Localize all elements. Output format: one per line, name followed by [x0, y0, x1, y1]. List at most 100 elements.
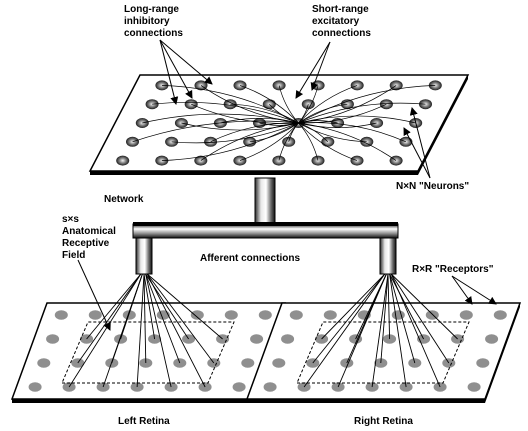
right-retina-top: [245, 302, 522, 400]
receptor: [459, 310, 473, 320]
short-range-line-1: Short-range: [312, 4, 369, 15]
lateral-connection-line: [298, 122, 397, 161]
lateral-connection-line: [298, 122, 377, 128]
lateral-connection-line: [298, 102, 426, 124]
receptor: [232, 382, 246, 392]
receptor: [281, 334, 295, 344]
long-range-arrow-3: [159, 39, 179, 105]
left-receptive-field-box: [61, 321, 235, 384]
receptor: [88, 310, 102, 320]
lateral-connection-line: [269, 103, 299, 124]
receptor: [37, 358, 51, 368]
left-retina-side: [12, 399, 250, 403]
receptors-arrow-2: [451, 275, 497, 305]
receptor: [289, 310, 303, 320]
lateral-connection-line: [298, 85, 397, 124]
afferent-line: [146, 273, 223, 340]
network-label: Network: [104, 194, 144, 205]
lateral-connection-line: [298, 85, 358, 124]
receptor: [391, 310, 405, 320]
lateral-connection-line: [152, 101, 299, 124]
lateral-connection-line: [298, 122, 407, 143]
neurons-label: N×N "Neurons": [396, 181, 469, 192]
right-afferent-lines: [303, 273, 458, 388]
afferent-line: [389, 273, 424, 340]
lateral-connection-line: [298, 85, 436, 124]
receptor: [250, 334, 264, 344]
lateral-connection-line: [298, 122, 358, 161]
lateral-connection-line: [181, 122, 299, 131]
lateral-connection-line: [288, 122, 299, 142]
lateral-connection-line: [249, 122, 299, 143]
afferent-line: [389, 273, 407, 388]
short-range-label: Short-range excitatory connections: [312, 4, 371, 39]
lateral-connection-line: [191, 103, 299, 124]
receptor: [28, 382, 42, 392]
neurons-arrow-1: [403, 127, 431, 179]
lateral-connection-line: [278, 85, 299, 124]
right-retina-side: [247, 399, 485, 403]
short-range-line-3: connections: [312, 28, 371, 39]
long-range-arrow-1: [159, 39, 193, 99]
vertical-trunk-pipe: [254, 177, 276, 224]
lateral-connection-line: [200, 85, 299, 124]
neuron: [116, 155, 130, 166]
anatomical-line-3: Receptive: [62, 238, 110, 249]
afferent-line: [146, 273, 206, 388]
lateral-connection-line: [220, 118, 299, 124]
lateral-connection-line: [239, 122, 299, 161]
receptor: [485, 334, 499, 344]
receptor: [54, 310, 68, 320]
long-range-label: Long-range inhibitory connections: [124, 4, 183, 39]
afferent-line: [312, 273, 386, 364]
afferent-line: [390, 273, 450, 364]
left-retina-label: Left Retina: [118, 416, 170, 427]
right-drop-pipe: [379, 237, 397, 275]
lateral-connection-line: [171, 122, 299, 144]
receptors-label: R×R "Receptors": [412, 264, 494, 275]
receptor: [272, 358, 286, 368]
afferent-line: [389, 273, 416, 364]
lateral-connection-line: [239, 85, 299, 124]
lateral-connection-line: [298, 103, 387, 124]
short-range-arrow-1: [295, 41, 331, 99]
lateral-connection-line: [161, 122, 299, 161]
receptor: [190, 310, 204, 320]
long-range-line-1: Long-range: [124, 4, 179, 15]
receptor: [224, 310, 238, 320]
network-sheet-side: [90, 171, 418, 175]
left-retina-sheet: [10, 302, 287, 403]
long-range-line-3: connections: [124, 28, 183, 39]
afferent-line: [145, 273, 172, 388]
neuron: [223, 99, 237, 110]
afferent-line: [355, 273, 387, 340]
long-range-line-2: inhibitory: [124, 16, 170, 27]
receptor: [263, 382, 277, 392]
afferent-line: [143, 273, 147, 364]
anatomical-arrow: [77, 259, 111, 331]
afferent-line: [380, 273, 389, 364]
anatomical-line-4: Field: [62, 250, 85, 261]
lateral-connections: [132, 85, 436, 161]
anatomical-label: s×s Anatomical Receptive Field: [62, 214, 116, 261]
lateral-connection-line: [210, 122, 299, 143]
left-drop-pipe: [135, 237, 153, 275]
lateral-connection-line: [132, 120, 299, 143]
lateral-connection-line: [298, 115, 416, 124]
afferent-line: [86, 273, 142, 340]
afferent-line: [390, 273, 458, 340]
afferent-line: [136, 273, 145, 388]
afferent-line: [143, 273, 156, 340]
left-afferent-lines: [68, 273, 223, 388]
neuron: [184, 99, 198, 110]
receptor: [46, 334, 60, 344]
manifold-cap: [133, 222, 398, 226]
afferent-line: [145, 273, 189, 340]
short-range-line-2: excitatory: [312, 16, 360, 27]
receptor: [122, 310, 136, 320]
lateral-connection-line: [259, 122, 299, 126]
anatomical-line-1: s×s: [62, 214, 79, 225]
right-retina-label: Right Retina: [354, 416, 413, 427]
receptor: [323, 310, 337, 320]
